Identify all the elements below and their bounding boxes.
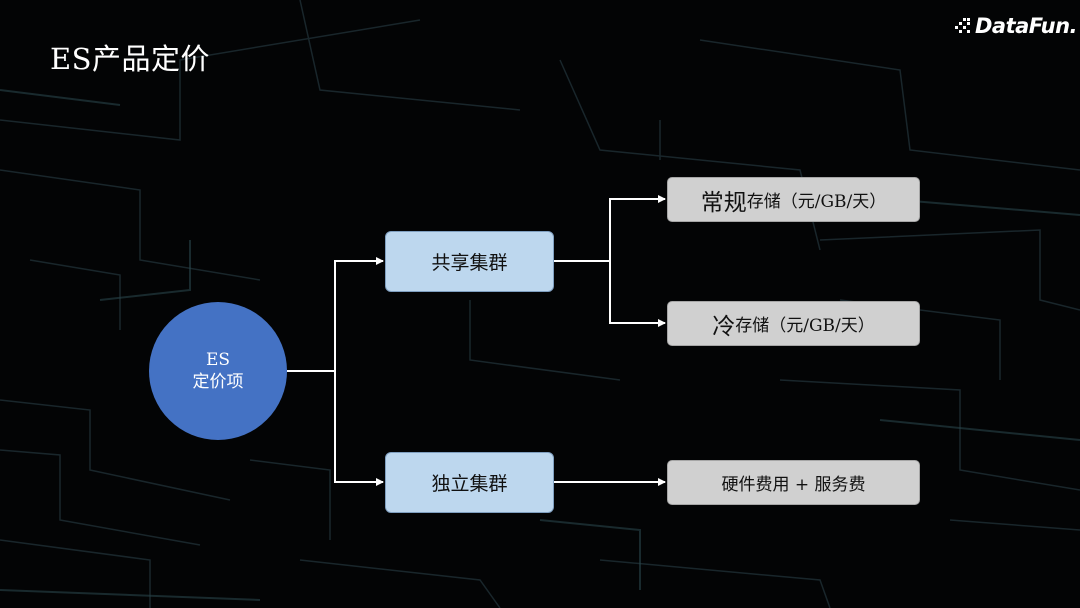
node-shared-cluster: 共享集群 [385, 231, 554, 292]
connector-root-to-dedicated [334, 371, 384, 486]
node-cold-storage: 冷存储（元/GB/天） [667, 301, 920, 346]
datafun-dots-icon [955, 18, 970, 33]
connector-shared-to-cold [609, 261, 666, 327]
root-node-line1: ES [205, 350, 231, 370]
datafun-logo: DataFun. [955, 11, 1078, 41]
connector-root-to-shared [334, 257, 384, 371]
node-standard-storage: 常规存储（元/GB/天） [667, 177, 920, 222]
logo-text: DataFun. [975, 14, 1078, 38]
cold-storage-prefix: 冷 [712, 313, 736, 340]
cold-storage-suffix: 存储（元/GB/天） [735, 316, 875, 336]
standard-storage-prefix: 常规 [700, 189, 747, 216]
connector-shared-to-standard [609, 195, 666, 261]
page-title: ES产品定价 [50, 42, 211, 76]
node-dedicated-cluster: 独立集群 [385, 452, 554, 513]
node-dedicated-pricing: 硬件费用 + 服务费 [667, 460, 920, 505]
root-node-line2: 定价项 [192, 372, 244, 392]
standard-storage-suffix: 存储（元/GB/天） [746, 192, 887, 212]
root-node-es-pricing: ES 定价项 [149, 302, 287, 440]
